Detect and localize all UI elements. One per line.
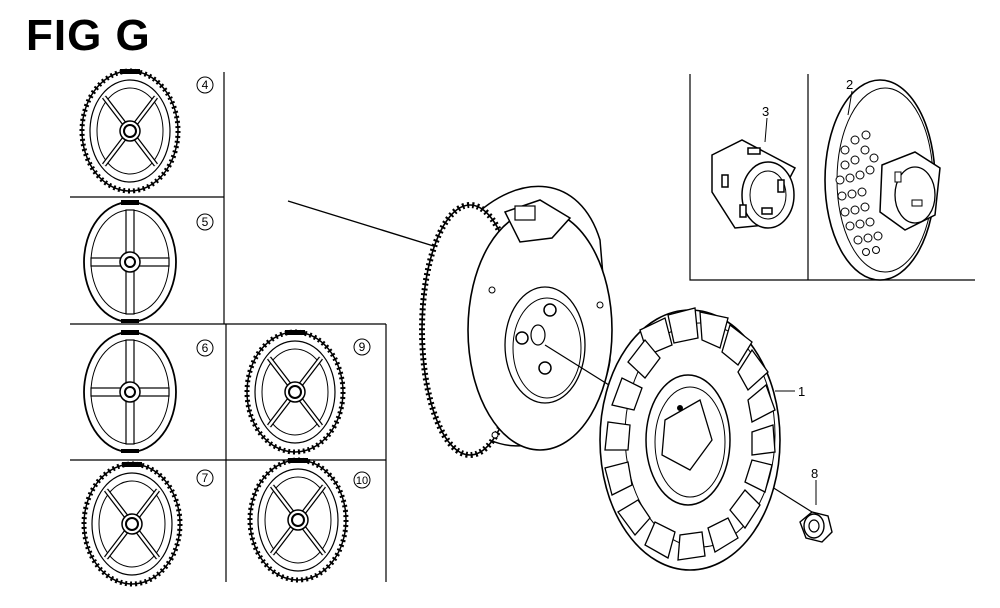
callout-3: 3 — [762, 104, 769, 119]
callout-4: 4 — [202, 78, 209, 92]
cooling-fan-icon — [599, 307, 781, 571]
callout-5: 5 — [202, 215, 209, 229]
ring-gear-variant-icon — [250, 458, 346, 580]
callout-7: 7 — [202, 471, 209, 485]
callout-10: 10 — [356, 475, 368, 487]
starter-cup-icon — [83, 199, 177, 324]
callout-leaders — [764, 90, 853, 505]
ring-gear-variant-icon — [84, 462, 180, 584]
leader-line — [287, 200, 441, 249]
starter-cup-icon — [824, 79, 941, 281]
starter-cup-icon — [83, 329, 177, 454]
callout-6: 6 — [202, 341, 209, 355]
variant-grid — [70, 72, 387, 582]
ring-gear-variant-icon — [247, 330, 343, 452]
flywheel-icon — [419, 185, 613, 458]
starter-pulley-icon — [711, 139, 797, 229]
figure-title: FIG G — [26, 11, 151, 60]
callout-8: 8 — [811, 466, 818, 481]
ring-gear-variant-icon — [82, 69, 178, 191]
flange-nut-icon — [799, 511, 833, 543]
callout-1: 1 — [798, 384, 805, 399]
callout-2: 2 — [846, 77, 853, 92]
callout-9: 9 — [359, 340, 366, 354]
